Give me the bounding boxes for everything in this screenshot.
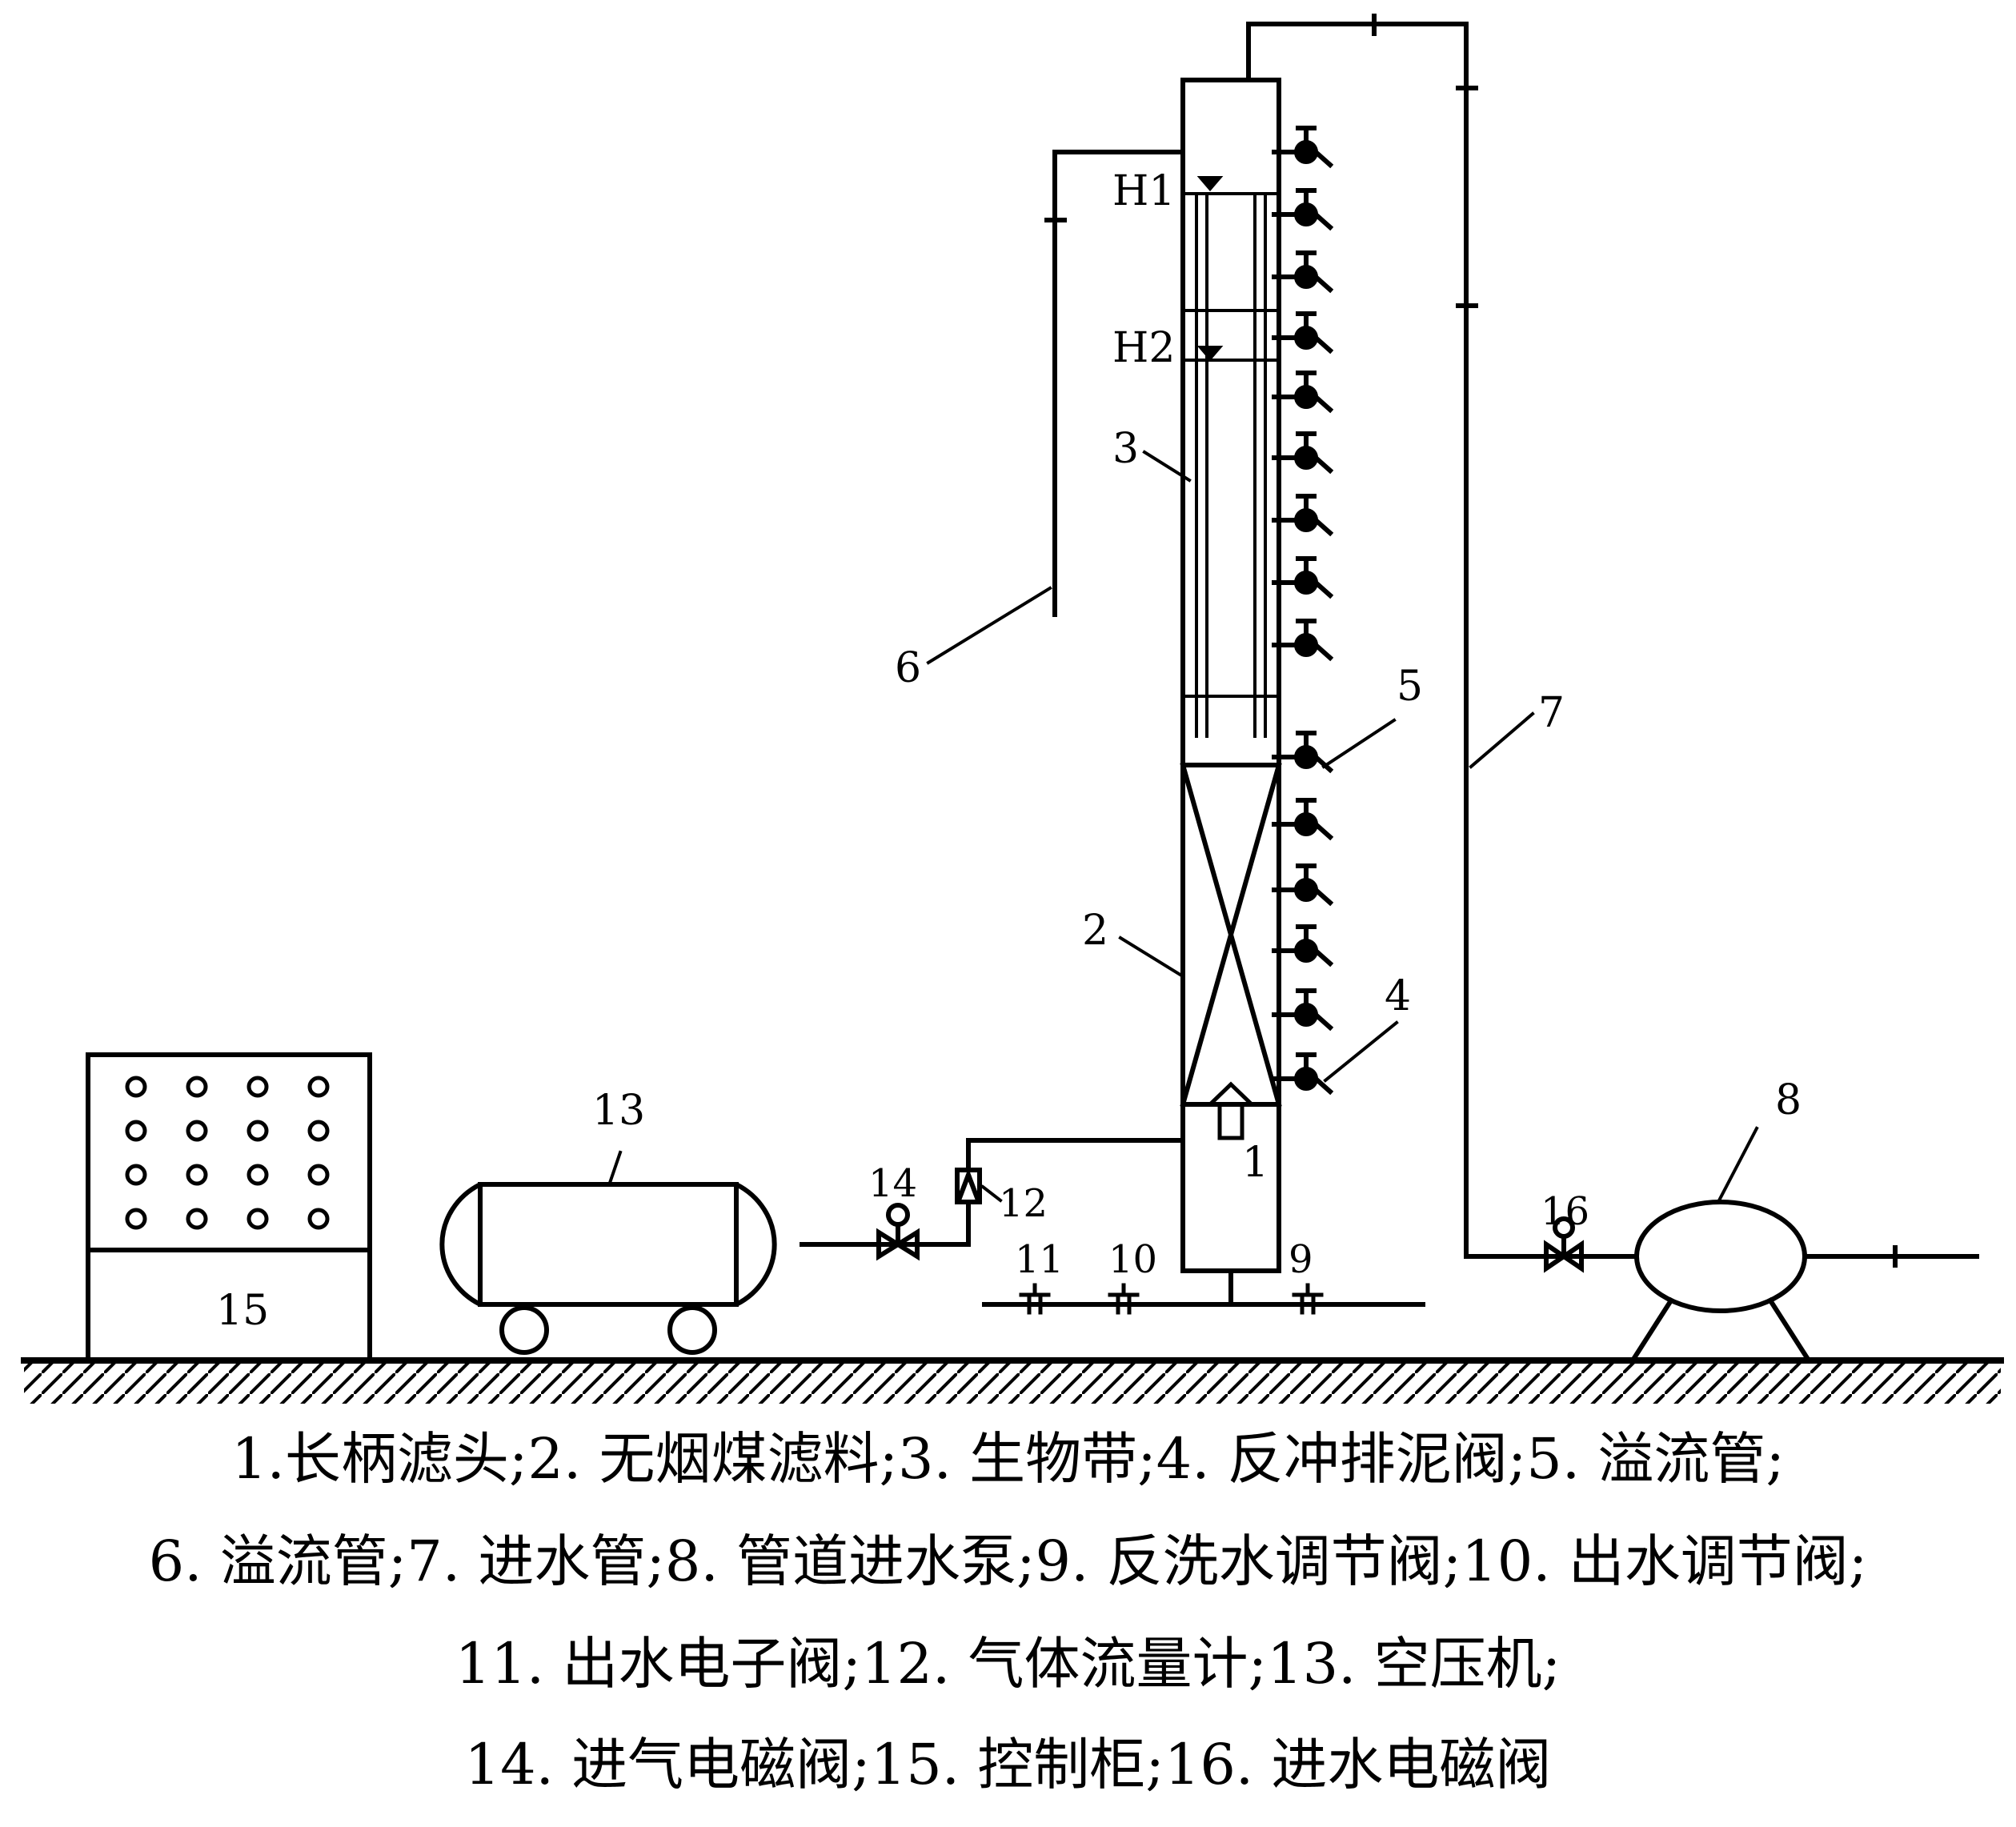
callout-9: 9: [1289, 1237, 1313, 1282]
callout-4: 4: [1385, 972, 1411, 1020]
ground: [21, 1357, 2004, 1404]
bio-band: [1181, 192, 1281, 738]
side-valve: [1272, 494, 1334, 537]
callout-2: 2: [1082, 907, 1108, 955]
control-cabinet: [86, 1052, 372, 1363]
outlet-electronic-valve: [1019, 1283, 1051, 1315]
callout-1: 1: [1242, 1139, 1269, 1187]
inlet-pipe: [1246, 14, 1639, 1259]
callout-8: 8: [1775, 1076, 1802, 1124]
callout-13: 13: [592, 1087, 645, 1135]
pipeline-inlet-pump: [1629, 1200, 1979, 1364]
outlet-regulating-valve: [1108, 1283, 1140, 1315]
side-valve: [1272, 126, 1334, 169]
callout-16: 16: [1541, 1189, 1589, 1234]
backwash-regulating-valve: [1292, 1283, 1324, 1315]
callout-5: 5: [1397, 663, 1423, 711]
cabinet-indicator-lights: [125, 1076, 330, 1230]
side-valves-upper: [1272, 126, 1334, 662]
callout-10: 10: [1108, 1237, 1157, 1282]
filter-column: [1180, 78, 1282, 1307]
air-compressor: [439, 1182, 777, 1355]
callout-7: 7: [1538, 689, 1565, 737]
long-handle-filter-head: [1204, 1081, 1257, 1140]
side-valve: [1272, 371, 1334, 414]
side-valve: [1272, 431, 1334, 475]
side-valve: [1272, 731, 1334, 774]
legend-line-3: 11. 出水电子阀;12. 气体流量计;13. 空压机;: [455, 1631, 1561, 1697]
side-valve: [1272, 1052, 1334, 1096]
side-valve: [1272, 188, 1334, 231]
callout-15: 15: [216, 1287, 269, 1335]
side-valve: [1272, 556, 1334, 599]
inlet-solenoid-valve: [1544, 1216, 1584, 1273]
callout-11: 11: [1015, 1237, 1064, 1282]
legend-line-1: 1.长柄滤头;2. 无烟煤滤料;3. 生物带;4. 反冲排泥阀;5. 溢流管;: [231, 1426, 1785, 1492]
side-valve: [1272, 988, 1334, 1032]
air-inlet-solenoid-valve: [876, 1203, 920, 1261]
level-label-h2: H2: [1112, 324, 1175, 372]
overflow-pipe-left: [1044, 150, 1185, 617]
gas-flowmeter: [955, 1168, 982, 1204]
side-valve: [1272, 863, 1334, 907]
legend-line-4: 14. 进气电磁阀;15. 控制柜;16. 进水电磁阀: [464, 1732, 1552, 1797]
level-label-h1: H1: [1112, 167, 1175, 215]
callout-3: 3: [1112, 425, 1139, 473]
callout-leaders: [607, 450, 1759, 1203]
callout-6: 6: [895, 644, 921, 692]
side-valve: [1272, 250, 1334, 294]
water-level-h1-marker: [1196, 176, 1224, 192]
side-valve: [1272, 619, 1334, 662]
side-valves-lower: [1272, 731, 1334, 1096]
callout-14: 14: [868, 1161, 917, 1206]
side-valve: [1272, 798, 1334, 841]
side-valve: [1272, 924, 1334, 968]
legend-line-2: 6. 溢流管;7. 进水管;8. 管道进水泵;9. 反洗水调节阀;10. 出水调…: [148, 1529, 1868, 1594]
diagram-labels: H1 H2 1 2 3 4 5 6 7 8 9 10 11 12 13 14 1…: [216, 167, 1802, 1335]
side-valve: [1272, 311, 1334, 355]
callout-12: 12: [999, 1181, 1048, 1226]
water-level-h2-marker: [1196, 346, 1224, 362]
